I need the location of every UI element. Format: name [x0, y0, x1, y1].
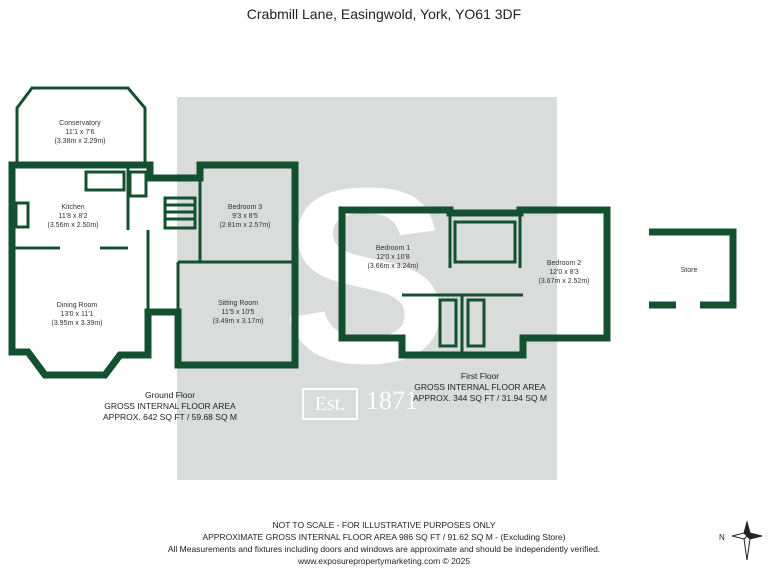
room-name: Store [680, 267, 698, 274]
room-size-imperial: 11'8 x 8'2 [58, 213, 88, 220]
floor-area-label: GROSS INTERNAL FLOOR AREA [104, 401, 236, 411]
room-size-metric: (3.66m x 3.24m) [367, 263, 419, 270]
watermark-year: 1871 [366, 386, 418, 415]
room-size-imperial: 13'0 x 11'1 [60, 311, 94, 318]
room-size-imperial: 12'0 x 10'8 [376, 254, 410, 261]
room-conservatory: Conservatory 11'1 x 7'6 (3.38m x 2.29m) [45, 119, 115, 146]
property-address-title: Crabmill Lane, Easingwold, York, YO61 3D… [246, 6, 522, 22]
floor-name: Ground Floor [144, 390, 196, 400]
footer-disclaimer: NOT TO SCALE - FOR ILLUSTRATIVE PURPOSES… [0, 519, 768, 567]
ground-floor-label: Ground Floor GROSS INTERNAL FLOOR AREA A… [80, 390, 260, 423]
room-kitchen: Kitchen 11'8 x 8'2 (3.56m x 2.50m) [38, 203, 108, 230]
room-size-imperial: 12'0 x 8'3 [549, 269, 579, 276]
room-size-metric: (3.95m x 3.39m) [51, 320, 103, 327]
room-size-metric: (2.81m x 2.57m) [219, 222, 271, 229]
first-floor-stairs [453, 220, 517, 264]
compass-rose [731, 520, 763, 561]
compass-north-label: N [719, 533, 725, 542]
footer-line-1: NOT TO SCALE - FOR ILLUSTRATIVE PURPOSES… [272, 520, 496, 530]
room-name: Bedroom 1 [375, 245, 411, 252]
room-name: Conservatory [59, 120, 101, 127]
ground-wc [128, 170, 148, 198]
room-size-metric: (3.49m x 3.17m) [212, 318, 264, 325]
room-size-imperial: 9'3 x 8'5 [232, 213, 258, 220]
room-store: Store [666, 266, 712, 275]
kitchen-worktop [84, 170, 126, 192]
room-dining: Dining Room 13'0 x 11'1 (3.95m x 3.39m) [42, 301, 112, 328]
floor-area-value: APPROX. 344 SQ FT / 31.94 SQ M [412, 393, 547, 403]
room-size-imperial: 11'5 x 10'5 [221, 309, 255, 316]
bath-1 [438, 298, 458, 348]
room-bedroom-1: Bedroom 1 12'0 x 10'8 (3.66m x 3.24m) [358, 244, 428, 271]
floor-area-value: APPROX. 642 SQ FT / 59.68 SQ M [102, 412, 237, 422]
kitchen-hob [14, 201, 30, 229]
room-bedroom-3: Bedroom 3 9'3 x 8'5 (2.81m x 2.57m) [210, 203, 280, 230]
room-size-metric: (3.56m x 2.50m) [47, 222, 99, 229]
room-name: Sitting Room [217, 300, 259, 307]
room-name: Kitchen [61, 204, 85, 211]
footer-line-2: APPROXIMATE GROSS INTERNAL FLOOR AREA 98… [202, 532, 566, 542]
room-sitting: Sitting Room 11'5 x 10'5 (3.49m x 3.17m) [203, 299, 273, 326]
bath-2 [466, 298, 486, 348]
footer-line-3: All Measurements and fixtures including … [167, 544, 601, 554]
room-name: Bedroom 2 [546, 260, 582, 267]
room-name: Dining Room [56, 302, 98, 309]
store-outer-wall [649, 228, 737, 309]
watermark-est: Est. [302, 388, 358, 420]
watermark-background [177, 97, 557, 480]
footer-website: www.exposurepropertymarketing.com © 2025 [297, 556, 471, 566]
room-size-metric: (3.38m x 2.29m) [54, 138, 106, 145]
room-size-imperial: 11'1 x 7'6 [65, 129, 95, 136]
watermark-letter: S [283, 136, 450, 415]
first-floor-label: First Floor GROSS INTERNAL FLOOR AREA AP… [390, 371, 570, 404]
conservatory-wall [15, 86, 147, 162]
floor-name: First Floor [460, 371, 500, 381]
floor-area-label: GROSS INTERNAL FLOOR AREA [414, 382, 546, 392]
room-name: Bedroom 3 [227, 204, 263, 211]
room-bedroom-2: Bedroom 2 12'0 x 8'3 (3.67m x 2.52m) [528, 259, 600, 286]
room-size-metric: (3.67m x 2.52m) [538, 278, 590, 285]
